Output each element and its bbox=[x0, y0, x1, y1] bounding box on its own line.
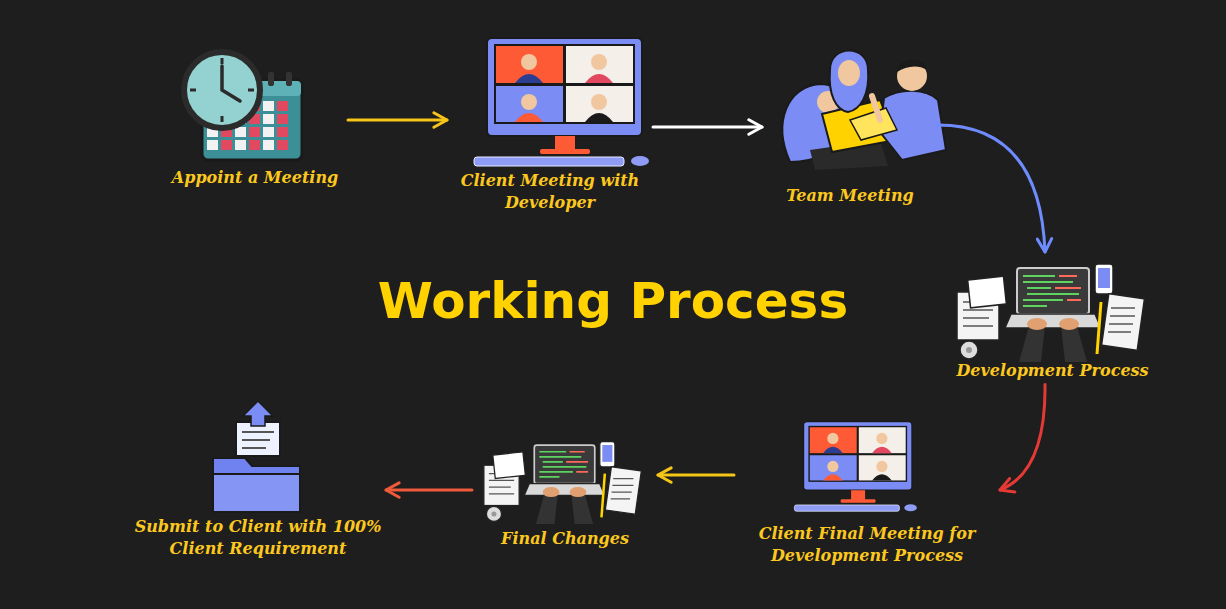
calendar-clock-icon bbox=[184, 52, 302, 160]
workspace-icon bbox=[484, 442, 641, 524]
arrow-head bbox=[434, 113, 447, 127]
monitor-icon bbox=[794, 422, 917, 512]
process-step: Submit to Client with 100% Client Requir… bbox=[133, 398, 383, 559]
step-label: Client Meeting with Developer bbox=[450, 170, 650, 213]
arrow-line bbox=[1000, 385, 1045, 490]
flow-arrow bbox=[1000, 385, 1045, 492]
step-label: Client Final Meeting for Development Pro… bbox=[737, 523, 997, 566]
arrow-line bbox=[348, 119, 447, 122]
arrow-head bbox=[1000, 479, 1015, 492]
arrow-head bbox=[1037, 239, 1051, 252]
diagram-title: Working Process bbox=[378, 272, 848, 330]
process-step: Development Process bbox=[945, 255, 1160, 382]
flow-arrow bbox=[938, 125, 1052, 252]
process-step: Appoint a Meeting bbox=[165, 45, 345, 189]
arrow-head bbox=[749, 120, 762, 134]
team-icon bbox=[782, 51, 946, 171]
process-step: Client Meeting with Developer bbox=[450, 35, 650, 213]
step-label: Team Meeting bbox=[765, 185, 935, 207]
process-step: Final Changes bbox=[475, 438, 655, 550]
upload-folder-icon bbox=[213, 401, 300, 512]
process-step: Client Final Meeting for Development Pro… bbox=[737, 415, 997, 566]
monitor-icon bbox=[474, 38, 649, 166]
arrow-head bbox=[658, 468, 671, 482]
arrow-line bbox=[658, 474, 734, 477]
arrow-line bbox=[653, 126, 762, 129]
step-label: Submit to Client with 100% Client Requir… bbox=[133, 516, 383, 559]
flow-arrow bbox=[658, 468, 734, 482]
step-label: Final Changes bbox=[475, 528, 655, 550]
workspace-icon bbox=[957, 264, 1144, 362]
step-label: Development Process bbox=[945, 360, 1160, 382]
flow-arrow bbox=[348, 113, 447, 127]
arrow-line bbox=[938, 125, 1045, 252]
flow-arrow bbox=[386, 483, 472, 497]
arrow-line bbox=[386, 489, 472, 492]
arrow-head bbox=[386, 483, 399, 497]
process-step: Team Meeting bbox=[765, 50, 935, 207]
step-label: Appoint a Meeting bbox=[165, 167, 345, 189]
flow-arrow bbox=[653, 120, 762, 134]
